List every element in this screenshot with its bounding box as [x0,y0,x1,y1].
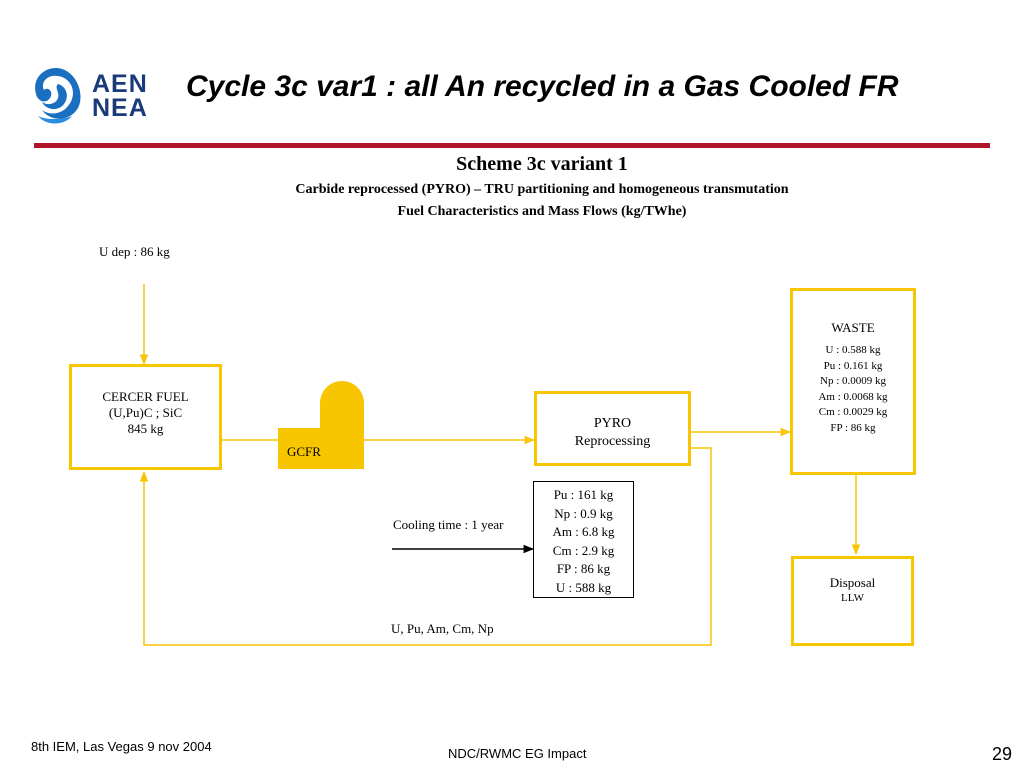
logo-text-aen: AEN [92,70,148,98]
waste-item: Pu : 0.161 kg [823,359,883,372]
cercer-fuel-box: CERCER FUEL (U,Pu)C ; SiC 845 kg [69,364,222,470]
nea-logo-icon [35,68,81,124]
title-divider [34,143,990,148]
spent-fuel-box: Pu : 161 kg Np : 0.9 kg Am : 6.8 kg Cm :… [533,481,634,598]
logo-text-nea: NEA [92,94,148,122]
page-number: 29 [992,744,1013,764]
gcfr-label: GCFR [287,444,321,459]
fuel-line-2: (U,Pu)C ; SiC [108,405,183,420]
nea-logo: AEN NEA [28,64,158,132]
recycle-loop-line [139,447,712,646]
waste-item: FP : 86 kg [830,421,876,434]
spent-item: Pu : 161 kg [553,487,614,502]
disposal-line-2: LLW [840,592,864,604]
footer-event: 8th IEM, Las Vegas 9 nov 2004 [31,739,212,754]
waste-box: WASTE U : 0.588 kg Pu : 0.161 kg Np : 0.… [790,288,916,475]
pyro-line-2: Reprocessing [574,434,651,449]
udep-label: U dep : 86 kg [99,244,170,259]
cooling-time-label: Cooling time : 1 year [393,517,504,532]
gcfr-reactor: GCFR [278,381,364,469]
disposal-box: Disposal LLW [791,556,914,646]
waste-item: Np : 0.0009 kg [820,375,886,387]
spent-item: U : 588 kg [555,579,612,595]
waste-item: U : 0.588 kg [825,344,881,356]
waste-item: Cm : 0.0029 kg [818,406,888,418]
pyro-line-1: PYRO [593,416,632,431]
spent-item: Np : 0.9 kg [554,505,613,521]
recycle-label: U, Pu, Am, Cm, Np [391,621,494,636]
footer-center: NDC/RWMC EG Impact [448,746,587,761]
fuel-line-1: CERCER FUEL [102,389,189,404]
fuel-line-3: 845 kg [127,421,164,436]
spent-item: FP : 86 kg [556,561,611,576]
disposal-line-1: Disposal [829,575,876,590]
pyro-reprocessing-box: PYRO Reprocessing [534,391,691,466]
scheme-title: Scheme 3c variant 1 [456,153,628,175]
waste-item: Am : 0.0068 kg [818,390,888,403]
spent-item: Am : 6.8 kg [552,524,615,539]
reactor-base [278,428,364,469]
spent-item: Cm : 2.9 kg [552,542,615,558]
scheme-subtitle-2: Fuel Characteristics and Mass Flows (kg/… [397,204,687,219]
slide-title: Cycle 3c var1 : all An recycled in a Gas… [186,70,899,103]
scheme-subtitle-1: Carbide reprocessed (PYRO) – TRU partiti… [295,182,789,197]
waste-title: WASTE [831,320,875,335]
